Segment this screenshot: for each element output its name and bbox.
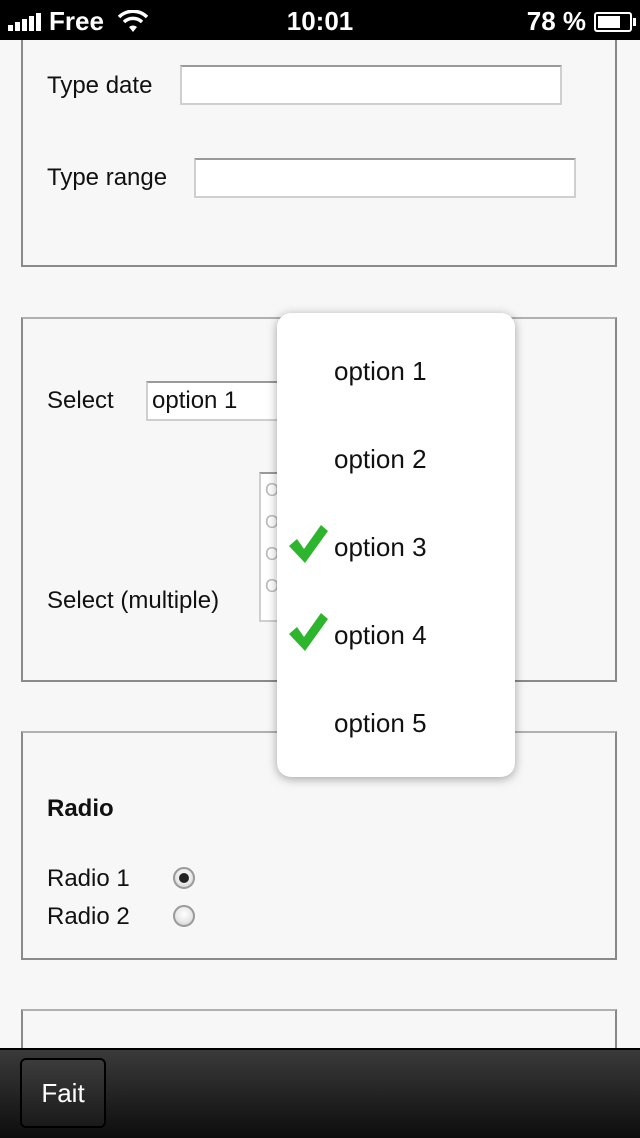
checkmark-icon: [289, 525, 328, 563]
clock: 10:01: [286, 6, 354, 36]
select-value: option 1: [152, 387, 238, 414]
battery-percent: 78 %: [526, 6, 586, 36]
radio1-label: Radio 1: [47, 865, 130, 892]
picker-option-label: option 1: [334, 356, 427, 386]
list-item: O: [265, 480, 280, 500]
list-item: O: [265, 544, 280, 564]
status-right: 78 %: [526, 6, 636, 37]
picker-option-5[interactable]: option 5: [277, 678, 515, 766]
battery-nub: [633, 17, 636, 26]
status-bar: Free 10:01 78 %: [0, 0, 640, 40]
picker-option-label: option 2: [334, 444, 427, 474]
battery-fill: [598, 15, 621, 28]
multi-select-picker: option 1 option 2 option 3 option 4 opti…: [277, 313, 515, 777]
status-left: Free: [8, 6, 148, 37]
done-button-label: Fait: [41, 1077, 85, 1108]
radio2-button[interactable]: [173, 905, 195, 927]
fieldset-date-range: Type date Type range: [21, 40, 617, 267]
picker-option-2[interactable]: option 2: [277, 414, 515, 502]
radio-group-title: Radio: [47, 795, 114, 822]
fieldset-next: [21, 1009, 617, 1050]
list-item: O: [265, 512, 280, 532]
picker-option-label: option 4: [334, 620, 427, 650]
range-input[interactable]: [194, 158, 576, 198]
picker-option-4[interactable]: option 4: [277, 590, 515, 678]
date-input[interactable]: [180, 65, 562, 105]
carrier-name: Free: [49, 6, 104, 36]
list-item: O: [265, 576, 280, 596]
signal-strength-icon: [8, 12, 41, 31]
select-label: Select: [47, 387, 114, 414]
range-label: Type range: [47, 164, 168, 191]
picker-option-3[interactable]: option 3: [277, 502, 515, 590]
select-multiple-label: Select (multiple): [47, 587, 220, 614]
done-button[interactable]: Fait: [20, 1058, 106, 1128]
picker-option-label: option 3: [334, 532, 427, 562]
radio2-label: Radio 2: [47, 903, 130, 930]
checkmark-icon: [289, 613, 328, 651]
picker-option-1[interactable]: option 1: [277, 326, 515, 414]
keyboard-toolbar: Fait: [0, 1048, 640, 1138]
picker-option-label: option 5: [334, 708, 427, 738]
battery-icon: [594, 11, 636, 32]
radio1-button[interactable]: [173, 867, 195, 889]
wifi-icon: [117, 9, 148, 32]
date-label: Type date: [47, 72, 153, 99]
